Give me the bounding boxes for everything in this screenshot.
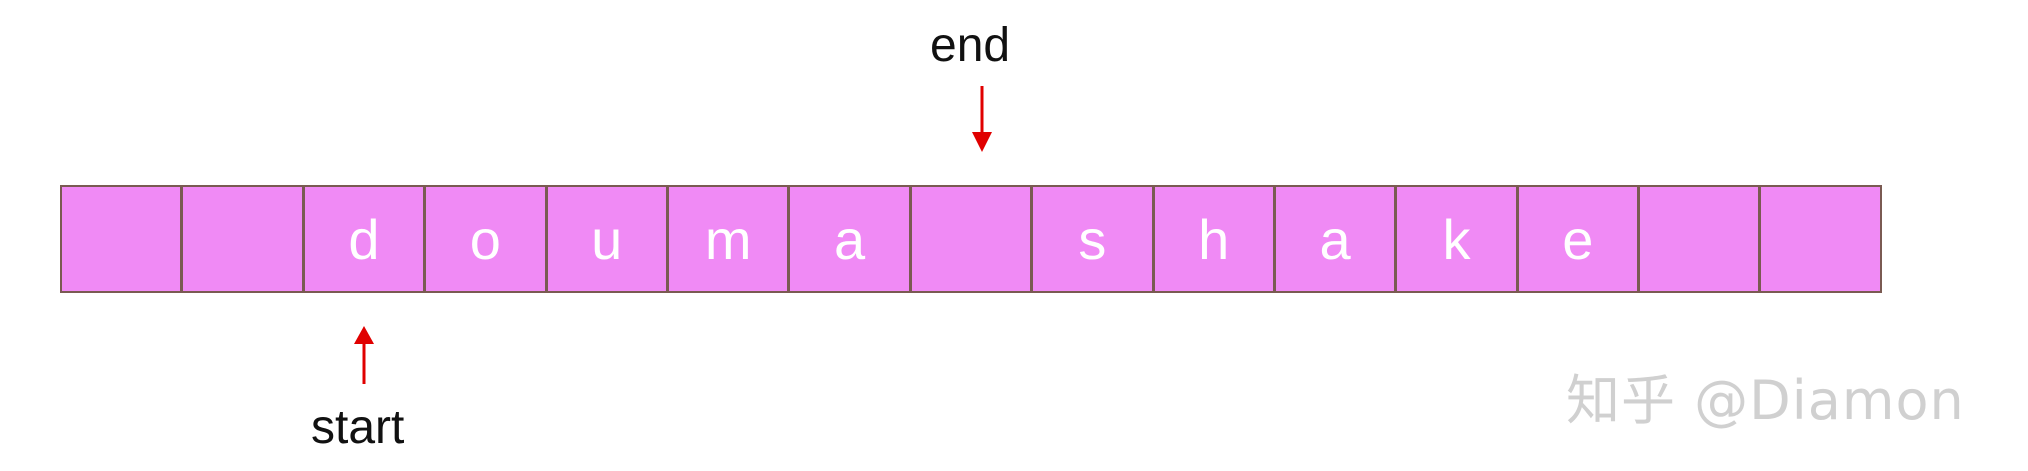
array-cell xyxy=(181,185,304,293)
start-pointer-label: start xyxy=(311,401,405,454)
array-cell: u xyxy=(545,185,668,293)
array-cell: d xyxy=(302,185,426,293)
array-cell xyxy=(1759,185,1882,293)
end-pointer-label: end xyxy=(930,19,1011,72)
array-cell xyxy=(60,185,183,293)
watermark-text: 知乎 @Diamon xyxy=(1566,369,1965,432)
array-cell: a xyxy=(1273,185,1397,293)
array-cell: h xyxy=(1152,185,1275,293)
array-cell: s xyxy=(1031,185,1154,293)
array-cell xyxy=(1638,185,1761,293)
array-cell: o xyxy=(424,185,547,293)
array-cell: e xyxy=(1516,185,1640,293)
array-cell xyxy=(909,185,1033,293)
array-cell: a xyxy=(788,185,911,293)
end-arrow xyxy=(972,86,992,152)
array-cell: k xyxy=(1395,185,1518,293)
array-cell: m xyxy=(666,185,790,293)
start-arrow xyxy=(354,326,374,384)
